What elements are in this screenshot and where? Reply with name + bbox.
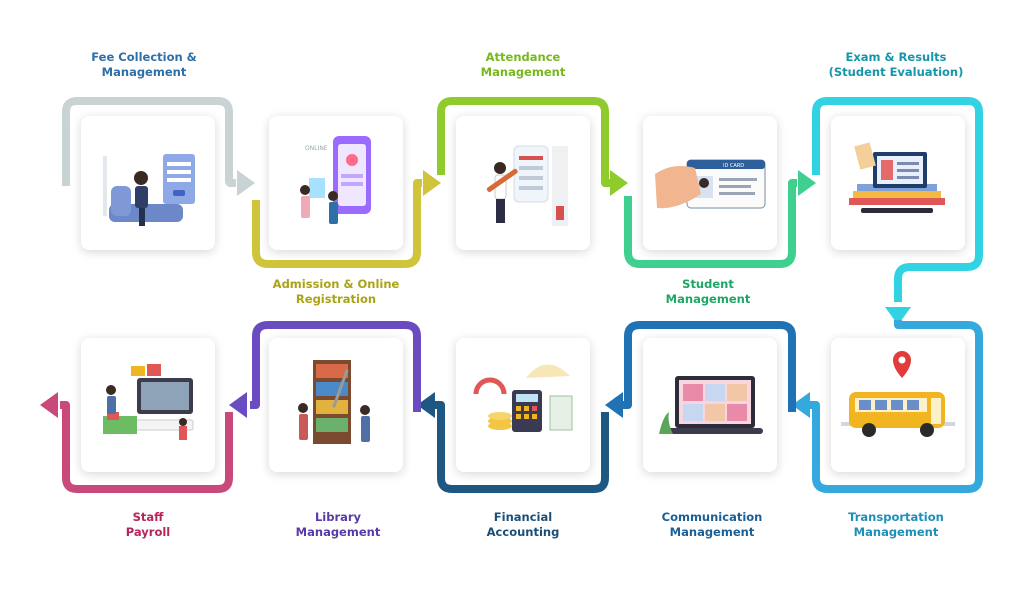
module-label-line2: Registration xyxy=(295,292,377,306)
library-icon xyxy=(298,360,370,444)
module-label-line2: Management xyxy=(853,525,939,539)
arrow-4 xyxy=(885,307,911,325)
financial-accounting-icon xyxy=(473,364,573,432)
connector-4 xyxy=(812,97,983,302)
module-label-line1: Transportation xyxy=(848,510,944,524)
svg-text:ONLINE: ONLINE xyxy=(305,145,328,152)
exam-results-icon xyxy=(849,142,945,213)
module-card-8 xyxy=(269,338,403,472)
module-label-line2: Management xyxy=(665,292,751,306)
module-card-5 xyxy=(831,338,965,472)
arrow-8 xyxy=(229,392,247,418)
connector-0 xyxy=(62,97,236,187)
arrow-0 xyxy=(237,170,255,196)
module-card-2 xyxy=(456,116,590,250)
module-label-line2: Accounting xyxy=(486,525,560,539)
arrow-3 xyxy=(798,170,816,196)
module-card-7 xyxy=(456,338,590,472)
svg-text:ID CARD: ID CARD xyxy=(723,163,744,169)
module-label-line1: Admission & Online xyxy=(272,277,400,291)
module-label-line1: Financial xyxy=(493,510,553,524)
module-label-line1: Fee Collection & xyxy=(91,50,197,64)
module-card-4 xyxy=(831,116,965,250)
module-label-line2: Management xyxy=(480,65,566,79)
arrow-1 xyxy=(423,170,441,196)
module-label-line1: Student xyxy=(682,277,734,291)
arrow-2 xyxy=(610,170,628,196)
module-card-6 xyxy=(643,338,777,472)
module-label-line2: Management xyxy=(669,525,755,539)
arrow-9 xyxy=(40,392,58,418)
module-label-line1: Library xyxy=(314,510,362,524)
connector-9 xyxy=(60,401,233,493)
connector-8 xyxy=(250,321,421,412)
module-label-line1: Exam & Results xyxy=(845,50,947,64)
module-card-9 xyxy=(81,338,215,472)
module-label-0: Fee Collection &Management xyxy=(59,50,229,80)
school-bus-icon xyxy=(841,351,955,437)
arrow-7 xyxy=(417,392,435,418)
module-label-line2: Payroll xyxy=(125,525,171,539)
connector-2 xyxy=(437,97,610,187)
communication-icon xyxy=(659,376,763,434)
module-label-line1: Attendance xyxy=(485,50,561,64)
connector-3 xyxy=(624,179,797,268)
module-card-3: ID CARD xyxy=(643,116,777,250)
connector-6 xyxy=(622,321,796,412)
arrow-5 xyxy=(792,392,810,418)
module-label-line1: Staff xyxy=(132,510,164,524)
module-label-line2: Management xyxy=(295,525,381,539)
staff-payroll-icon xyxy=(103,364,194,440)
module-card-1: ONLINE xyxy=(269,116,403,250)
connector-1 xyxy=(252,179,422,268)
fee-collection-icon xyxy=(103,154,195,226)
admission-registration-icon: ONLINE xyxy=(300,136,371,224)
arrow-6 xyxy=(605,392,623,418)
module-label-line1: Communication xyxy=(661,510,763,524)
module-label-4: Exam & Results(Student Evaluation) xyxy=(811,50,981,80)
module-label-line2: (Student Evaluation) xyxy=(828,65,964,79)
attendance-icon xyxy=(486,145,568,226)
module-card-0 xyxy=(81,116,215,250)
connector-7 xyxy=(435,401,609,493)
connector-5 xyxy=(810,320,983,493)
student-id-card-icon: ID CARD xyxy=(655,159,766,209)
module-label-line2: Management xyxy=(101,65,187,79)
